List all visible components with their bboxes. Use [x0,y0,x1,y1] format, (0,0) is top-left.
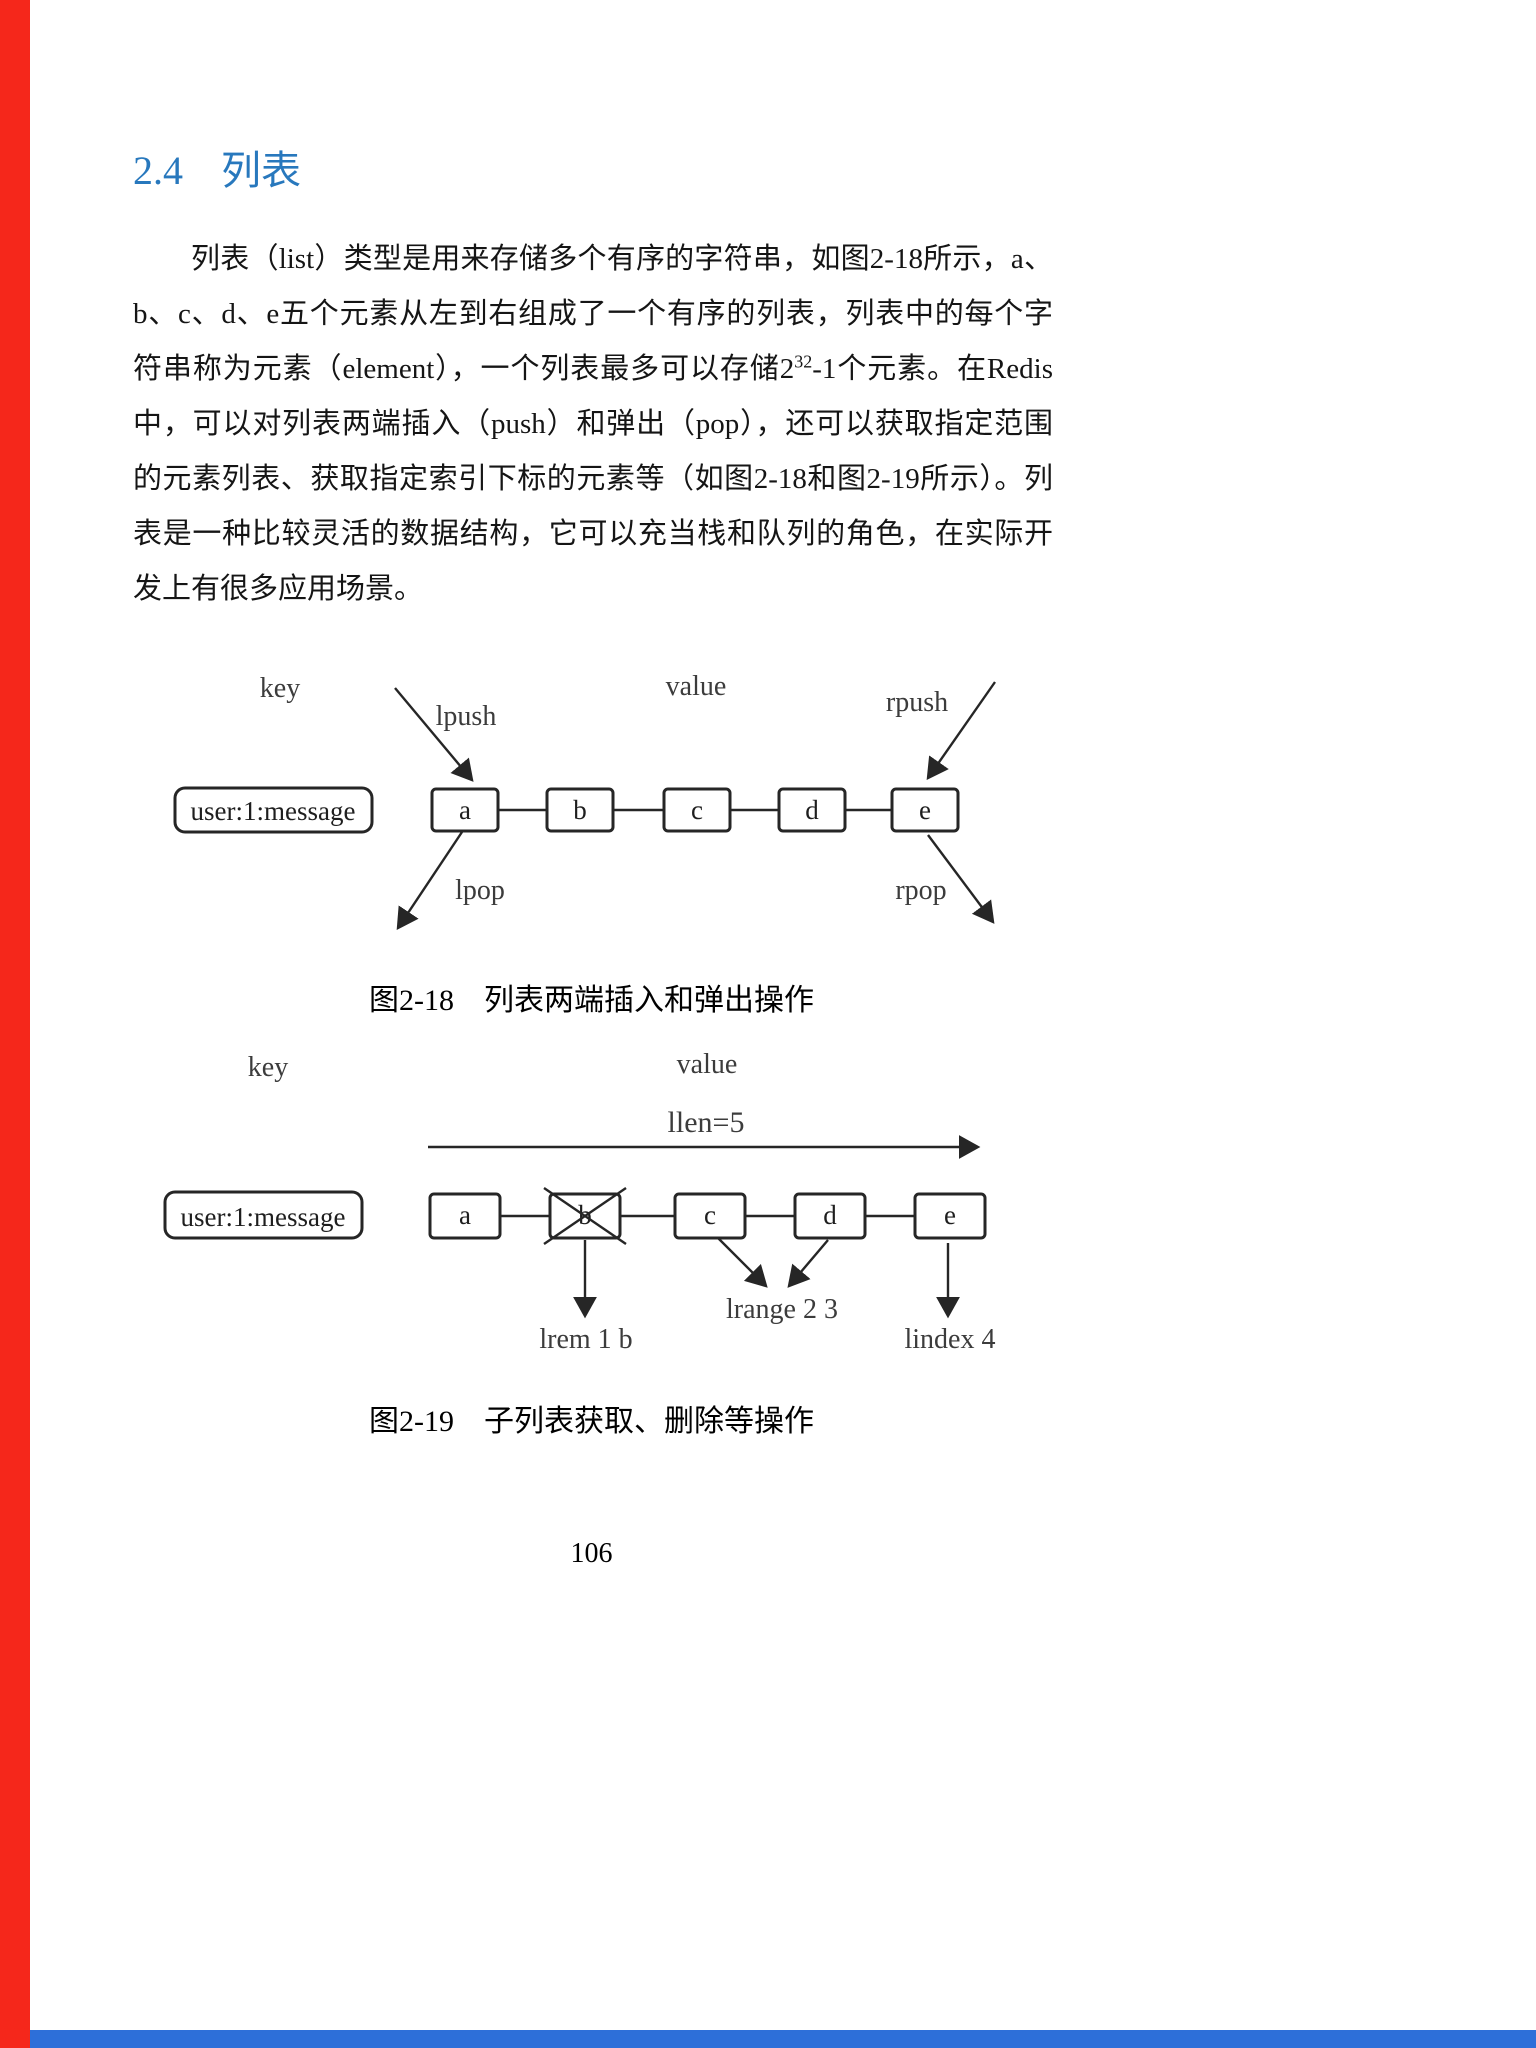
section-heading: 2.4 列表 [133,138,301,196]
fig2-key-box-text: user:1:message [181,1202,346,1232]
fig1-lpush-label: lpush [436,701,497,732]
fig1-element-c: c [691,795,703,825]
rpop-arrow [927,834,995,924]
fig2-element-c: c [704,1200,716,1230]
body-paragraph: 列表（list）类型是用来存储多个有序的字符串，如图2-18所示，a、b、c、d… [133,232,1053,617]
fig1-rpush-label: rpush [886,687,948,718]
deleted-b-cross-line-2 [543,1187,627,1245]
lrange-arrow-from-c [717,1237,768,1288]
fig1-element-e: e [919,795,931,825]
fig2-key-label: key [248,1052,288,1083]
fig2-llen-label: llen=5 [668,1106,745,1139]
fig1-value-label: value [666,671,727,702]
rpush-arrow [926,681,996,780]
fig1-element-d: d [805,795,819,825]
left-accent-stripe [0,0,30,2048]
bottom-accent-bar [30,2030,1536,2048]
fig2-lrem-label: lrem 1 b [539,1324,632,1355]
paragraph-part-1: 列表（list）类型是用来存储多个有序的字符串，如图2-18所示，a、b、c、d… [133,243,1053,385]
fig2-element-a: a [459,1200,471,1230]
paragraph-part-2: -1个元素。在Redis中，可以对列表两端插入（push）和弹出（pop），还可… [133,353,1053,605]
fig1-key-label: key [260,673,300,704]
lpop-arrow [396,831,463,930]
fig1-rpop-label: rpop [895,875,946,906]
lpush-arrow [394,687,474,782]
figure-2-18-diagram: key value lpush rpush user:1:message a b… [173,671,996,930]
figure-2-19-diagram: key value llen=5 user:1:message a b c d … [163,1049,996,1355]
section-number: 2.4 [133,148,183,193]
figure-2-18-caption: 图2-18 列表两端插入和弹出操作 [369,984,814,1017]
fig1-lpop-label: lpop [455,875,505,906]
figure-2-19-caption: 图2-19 子列表获取、删除等操作 [369,1405,814,1438]
fig2-element-e: e [944,1200,956,1230]
fig2-element-d: d [823,1200,837,1230]
lrange-arrow-from-d [787,1239,829,1288]
fig2-value-label: value [677,1049,738,1080]
fig2-lrange-label: lrange 2 3 [726,1294,838,1325]
paragraph-superscript: 32 [794,351,813,372]
fig2-lindex-label: lindex 4 [905,1324,996,1355]
fig1-key-box [173,786,374,834]
fig1-element-b: b [573,795,587,825]
page-number: 106 [570,1538,613,1569]
section-title: 列表 [221,148,301,193]
fig1-element-a: a [459,795,471,825]
fig2-key-box [163,1190,364,1240]
fig1-key-box-text: user:1:message [191,796,356,826]
